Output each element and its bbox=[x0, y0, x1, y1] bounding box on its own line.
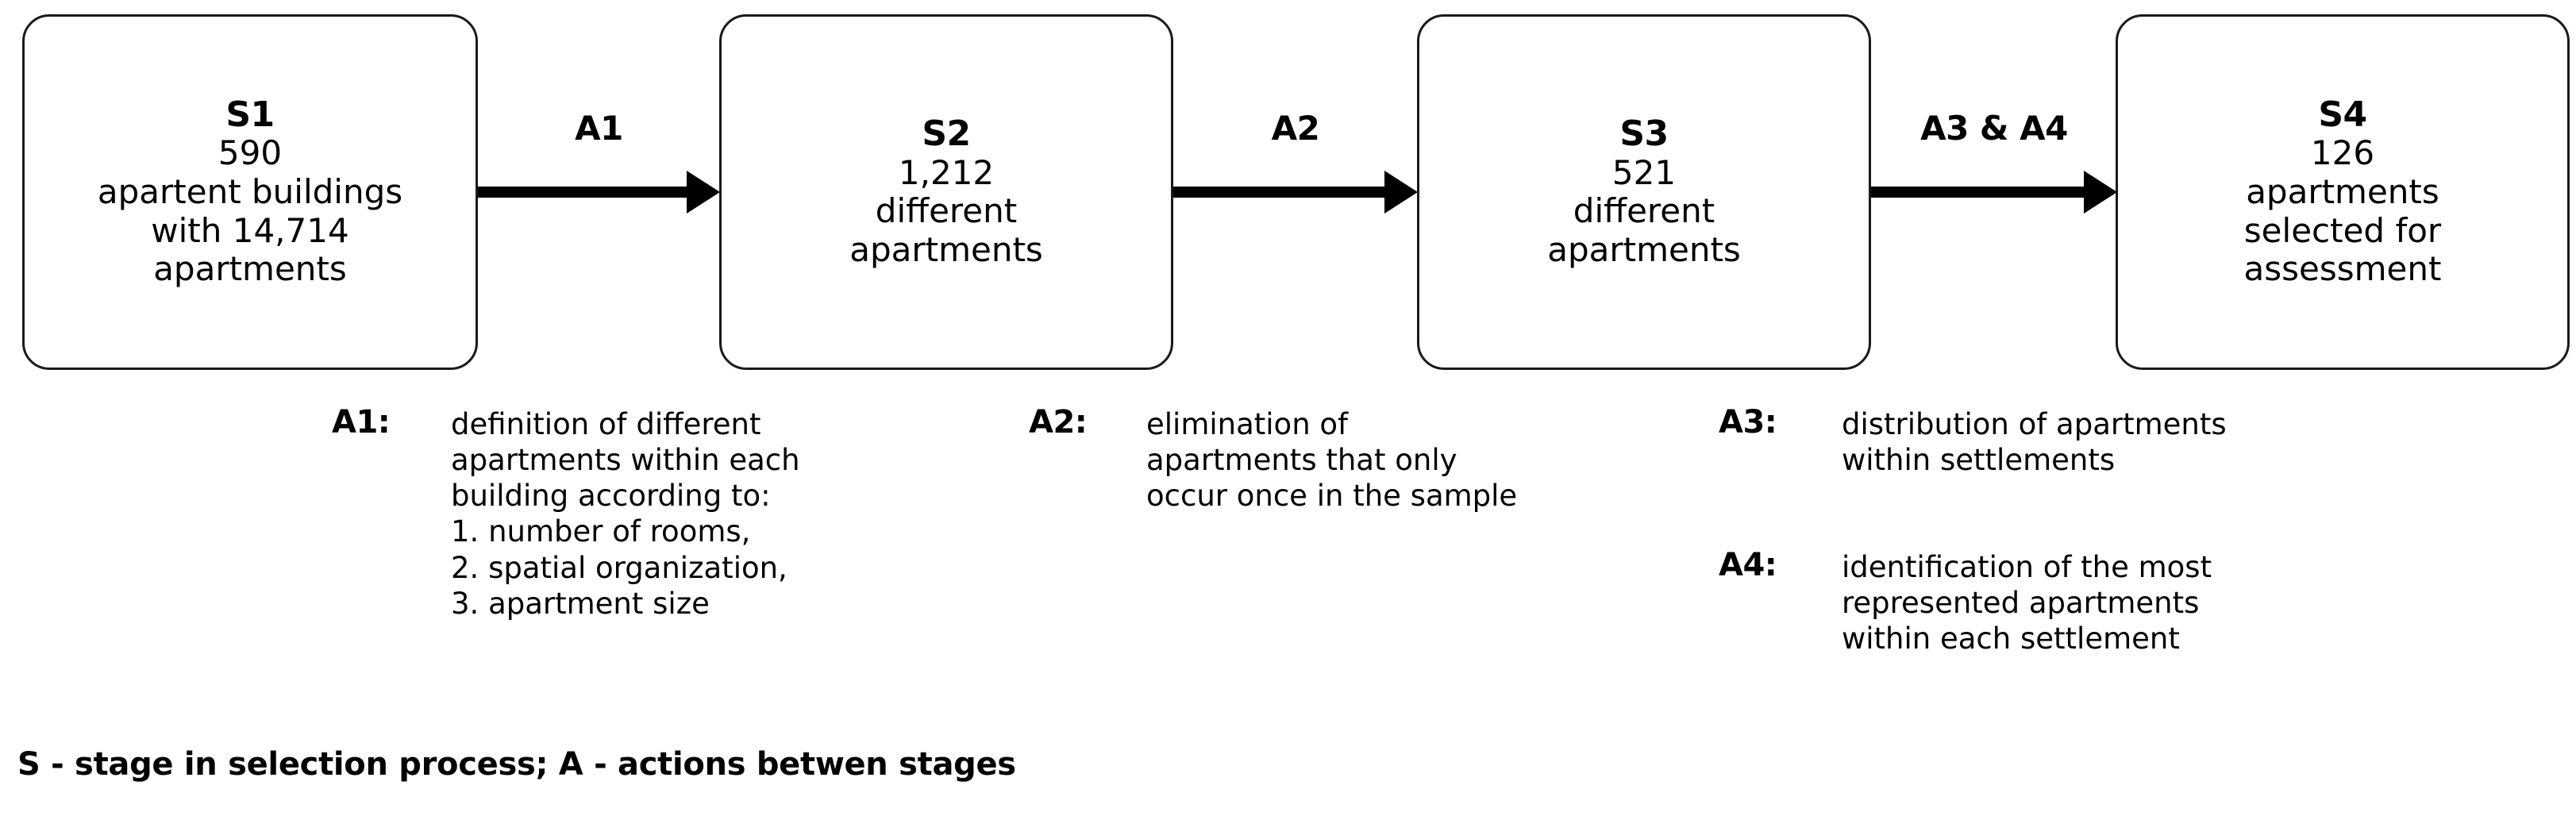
stage-body-s4: apartments selected for assessment bbox=[2243, 171, 2442, 289]
action-desc-a4: identification of the most represented a… bbox=[1842, 550, 2212, 656]
stage-box-s4: S4 126 apartments selected for assessmen… bbox=[2116, 14, 2570, 370]
arrow-label-a2: A2 bbox=[1271, 109, 1320, 148]
action-desc-a2: elimination of apartments that only occu… bbox=[1146, 407, 1518, 514]
action-desc-a1: definition of different apartments withi… bbox=[451, 407, 800, 621]
arrow-shaft bbox=[1871, 187, 2085, 198]
action-key-a3: A3: bbox=[1719, 404, 1777, 441]
arrow-s3-to-s4 bbox=[1871, 168, 2117, 216]
action-key-a4: A4: bbox=[1719, 547, 1777, 583]
legend-text: S - stage in selection process; A - acti… bbox=[17, 746, 1016, 783]
stage-body-s3: different apartments bbox=[1547, 191, 1741, 269]
action-block-a2: A2: elimination of apartments that only … bbox=[1029, 403, 1638, 514]
stage-box-s2: S2 1,212 different apartments bbox=[719, 14, 1173, 370]
arrow-s2-to-s3 bbox=[1173, 168, 1418, 216]
stage-count-s1: 590 bbox=[218, 133, 283, 173]
stage-title-s3: S3 bbox=[1619, 114, 1669, 155]
arrow-shaft bbox=[478, 187, 687, 198]
action-key-a1: A1: bbox=[332, 404, 391, 441]
stage-title-s2: S2 bbox=[922, 114, 971, 155]
stage-box-s1: S1 590 apartent buildings with 14,714 ap… bbox=[22, 14, 478, 370]
action-key-a2: A2: bbox=[1029, 404, 1088, 441]
stage-box-s3: S3 521 different apartments bbox=[1417, 14, 1871, 370]
stage-body-s1: apartent buildings with 14,714 apartment… bbox=[97, 171, 403, 289]
stage-count-s2: 1,212 bbox=[898, 152, 995, 192]
arrow-head-icon bbox=[2084, 171, 2117, 214]
arrow-label-a3-a4: A3 & A4 bbox=[1920, 109, 2068, 148]
action-block-a4: A4: identification of the most represent… bbox=[1719, 546, 2397, 656]
action-desc-a3: distribution of apartments within settle… bbox=[1842, 407, 2227, 478]
stage-count-s3: 521 bbox=[1611, 152, 1677, 192]
stage-count-s4: 126 bbox=[2310, 133, 2375, 173]
action-block-a1: A1: definition of different apartments w… bbox=[332, 403, 911, 622]
stage-title-s4: S4 bbox=[2318, 94, 2367, 135]
stage-body-s2: different apartments bbox=[849, 191, 1043, 269]
arrow-label-a1: A1 bbox=[575, 109, 623, 148]
arrow-shaft bbox=[1173, 187, 1385, 198]
action-block-a3: A3: distribution of apartments within se… bbox=[1719, 403, 2397, 478]
arrow-head-icon bbox=[1384, 171, 1418, 214]
arrow-s1-to-s2 bbox=[478, 168, 720, 216]
stage-title-s1: S1 bbox=[225, 94, 275, 135]
arrow-head-icon bbox=[687, 171, 720, 214]
